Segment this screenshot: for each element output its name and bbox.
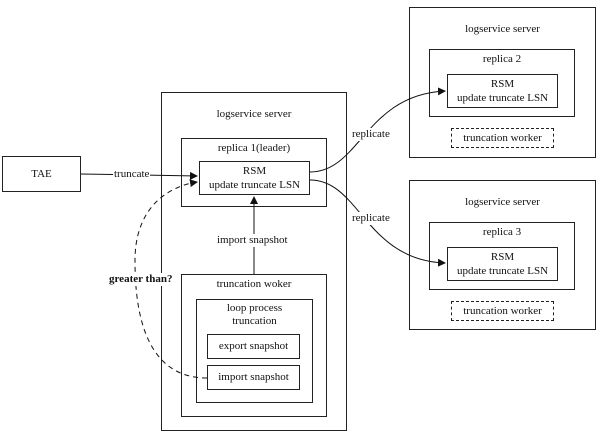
replica-1-title: replica 1(leader) [217, 142, 291, 154]
rsm-leader-line2: update truncate LSN [208, 179, 301, 191]
replicate-bottom-edge-label: replicate [351, 212, 391, 225]
truncation-worker-2: truncation worker [451, 128, 554, 148]
truncation-woker-title: truncation woker [216, 278, 292, 290]
server-2-title: logservice server [465, 23, 540, 35]
export-snapshot-box: export snapshot [207, 334, 300, 359]
import-snapshot-box: import snapshot [207, 365, 300, 390]
replicate-top-edge-label: replicate [351, 128, 391, 141]
replica-3-title: replica 3 [482, 226, 522, 238]
truncation-worker-3: truncation worker [451, 301, 554, 321]
rsm-replica-3: RSM update truncate LSN [447, 247, 558, 281]
rsm-leader-line1: RSM [242, 165, 267, 177]
truncation-worker-2-label: truncation worker [463, 132, 542, 144]
tae-node: TAE [2, 156, 81, 192]
import-snapshot-edge-label: import snapshot [216, 234, 289, 247]
truncate-edge-label: truncate [113, 168, 151, 181]
greater-than-edge-label: greater than? [108, 273, 174, 286]
rsm-leader: RSM update truncate LSN [199, 161, 310, 195]
main-server-title: logservice server [216, 108, 292, 120]
rsm-replica-3-line2: update truncate LSN [456, 265, 549, 277]
import-snapshot-label: import snapshot [218, 371, 289, 383]
server-3-title: logservice server [465, 196, 540, 208]
rsm-replica-2-line1: RSM [490, 78, 515, 90]
replica-2-title: replica 2 [482, 53, 522, 65]
tae-label: TAE [31, 168, 52, 180]
rsm-replica-2-line2: update truncate LSN [456, 92, 549, 104]
truncation-worker-3-label: truncation worker [463, 305, 542, 317]
loop-process-line2: truncation [232, 315, 277, 327]
export-snapshot-label: export snapshot [218, 340, 289, 352]
rsm-replica-3-line1: RSM [490, 251, 515, 263]
rsm-replica-2: RSM update truncate LSN [447, 74, 558, 108]
loop-process-line1: loop process [226, 302, 283, 314]
